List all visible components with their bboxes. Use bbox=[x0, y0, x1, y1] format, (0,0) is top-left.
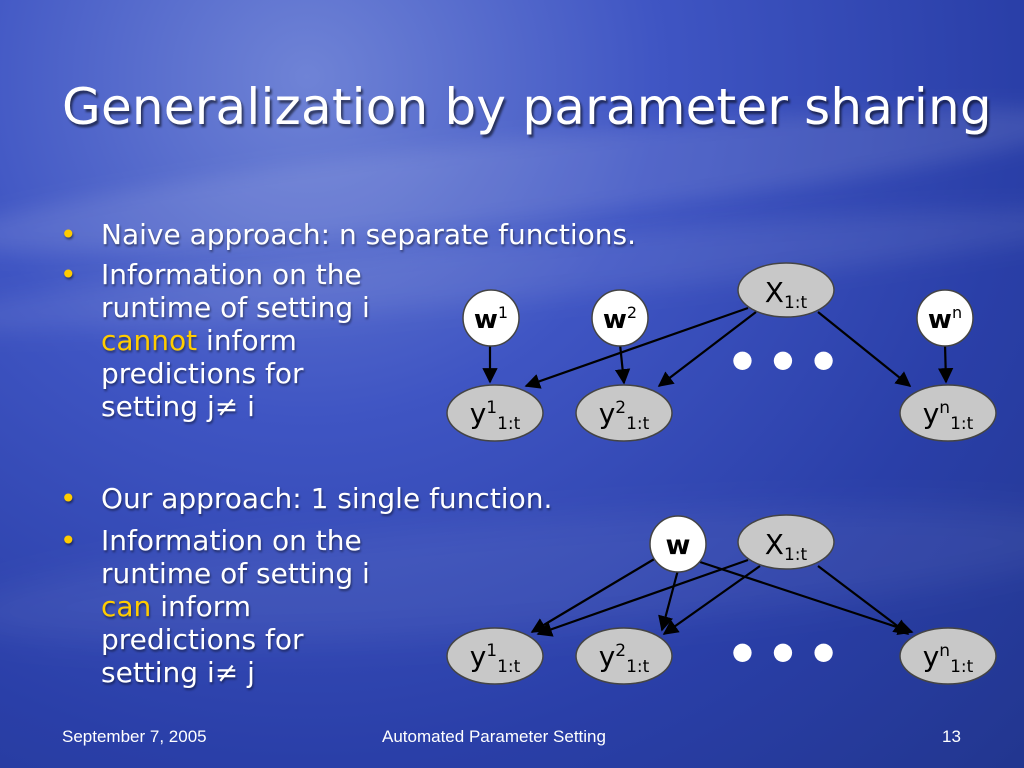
bullet-line: setting j≠ i bbox=[101, 390, 255, 423]
svg-text:wn: wn bbox=[928, 303, 962, 335]
svg-text:yn1:t: yn1:t bbox=[923, 640, 974, 677]
diagram1-ellipsis: ● ● ● bbox=[732, 345, 840, 373]
diagram1-node-wn: wn bbox=[916, 289, 974, 347]
node-sub: 1:t bbox=[626, 657, 650, 677]
svg-text:y11:t: y11:t bbox=[470, 640, 521, 677]
node-label: X bbox=[765, 528, 784, 561]
svg-text:w1: w1 bbox=[474, 303, 508, 335]
bullet-line: predictions for bbox=[101, 623, 304, 656]
bullet-dot-icon: • bbox=[60, 258, 77, 291]
diagram1-node-x: X1:t bbox=[737, 262, 835, 318]
bullet-line: Information on the bbox=[101, 258, 362, 291]
bullet-line: predictions for bbox=[101, 357, 304, 390]
node-sup: 2 bbox=[615, 398, 626, 418]
node-label: w bbox=[928, 305, 952, 335]
node-label: y bbox=[599, 640, 616, 673]
bullet-our-approach: • Our approach: 1 single function. bbox=[60, 482, 552, 515]
edge-w-yn bbox=[699, 560, 914, 635]
bullet-line: setting i≠ j bbox=[101, 656, 255, 689]
diagram2-node-w: w bbox=[649, 515, 707, 573]
diagram1-node-yn: yn1:t bbox=[899, 384, 997, 442]
diagram1-edges bbox=[482, 306, 954, 389]
edge-w-y1 bbox=[530, 557, 657, 633]
diagram1-node-y1: y11:t bbox=[446, 384, 544, 442]
edge-x-y1 bbox=[524, 306, 749, 389]
svg-text:X1:t: X1:t bbox=[765, 528, 808, 565]
bullet-text: Naive approach: n separate functions. bbox=[101, 218, 636, 251]
svg-text:y21:t: y21:t bbox=[599, 640, 650, 677]
bullet-line-tail: inform bbox=[151, 590, 252, 623]
bullet-line-tail: inform bbox=[197, 324, 297, 357]
edge-x-y1 bbox=[536, 558, 749, 637]
bullet-highlight-word: can bbox=[101, 590, 152, 623]
node-sup: 2 bbox=[615, 641, 626, 661]
bullet-dot-icon: • bbox=[60, 482, 77, 515]
node-sub: 1:t bbox=[950, 414, 974, 434]
node-sub: 1:t bbox=[950, 657, 974, 677]
footer-center-title: Automated Parameter Setting bbox=[382, 727, 606, 746]
svg-text:y11:t: y11:t bbox=[470, 397, 521, 434]
node-label: X bbox=[765, 276, 784, 309]
node-sub: 1:t bbox=[497, 414, 521, 434]
node-label: w bbox=[603, 305, 627, 335]
node-label: y bbox=[470, 397, 487, 430]
diagram2-ellipsis: ● ● ● bbox=[732, 637, 840, 665]
svg-text:y21:t: y21:t bbox=[599, 397, 650, 434]
node-label: w bbox=[474, 305, 498, 335]
node-sub: 1:t bbox=[497, 657, 521, 677]
bullet-multiline-text: Information on the runtime of setting i … bbox=[101, 524, 420, 689]
bullet-line: Information on the bbox=[101, 524, 362, 557]
diagram1-node-w2: w2 bbox=[591, 289, 649, 347]
footer-date: September 7, 2005 bbox=[62, 727, 207, 746]
bullet-info-cannot: • Information on the runtime of setting … bbox=[60, 258, 420, 423]
node-sup: n bbox=[939, 641, 950, 661]
node-label: y bbox=[599, 397, 616, 430]
edge-x-y2 bbox=[657, 311, 757, 387]
footer-page-number: 13 bbox=[942, 727, 961, 746]
node-label: y bbox=[470, 640, 487, 673]
edge-w-y2 bbox=[658, 569, 680, 632]
node-sup: 1 bbox=[498, 303, 508, 322]
node-sup: n bbox=[952, 303, 962, 322]
edge-wn-yn bbox=[937, 343, 954, 384]
diagram2-node-x: X1:t bbox=[737, 514, 835, 570]
diagram2-node-y1: y11:t bbox=[446, 627, 544, 685]
bullet-text: Our approach: 1 single function. bbox=[101, 482, 553, 515]
node-label: w bbox=[666, 530, 691, 561]
bullet-multiline-text: Information on the runtime of setting i … bbox=[101, 258, 420, 423]
bullet-line: runtime of setting i bbox=[101, 291, 370, 324]
diagram2-node-y2: y21:t bbox=[575, 627, 673, 685]
node-sup: 2 bbox=[627, 303, 637, 322]
bullet-dot-icon: • bbox=[60, 218, 77, 251]
bullet-naive-approach: • Naive approach: n separate functions. bbox=[60, 218, 636, 251]
diagram2-node-yn: yn1:t bbox=[899, 627, 997, 685]
bullet-info-can: • Information on the runtime of setting … bbox=[60, 524, 420, 689]
diagram2-edges bbox=[530, 557, 914, 637]
bullet-highlight-word: cannot bbox=[101, 324, 198, 357]
node-label: y bbox=[923, 640, 940, 673]
diagram1-node-y2: y21:t bbox=[575, 384, 673, 442]
diagram1-node-w1: w1 bbox=[462, 289, 520, 347]
slide-title: Generalization by parameter sharing bbox=[62, 78, 992, 136]
bullet-dot-icon: • bbox=[60, 524, 77, 557]
node-sup: n bbox=[939, 398, 950, 418]
svg-text:w2: w2 bbox=[603, 303, 637, 335]
svg-text:X1:t: X1:t bbox=[765, 276, 808, 313]
node-sup: 1 bbox=[486, 398, 497, 418]
bullet-line: runtime of setting i bbox=[101, 557, 370, 590]
svg-text:yn1:t: yn1:t bbox=[923, 397, 974, 434]
node-sub: 1:t bbox=[626, 414, 650, 434]
node-label: y bbox=[923, 397, 940, 430]
node-sup: 1 bbox=[486, 641, 497, 661]
edge-w2-y2 bbox=[614, 343, 631, 385]
edge-x-yn bbox=[817, 565, 910, 635]
node-sub: 1:t bbox=[784, 293, 808, 313]
edge-x-y2 bbox=[662, 565, 761, 635]
node-sub: 1:t bbox=[784, 545, 808, 565]
edge-x-yn bbox=[817, 311, 912, 387]
